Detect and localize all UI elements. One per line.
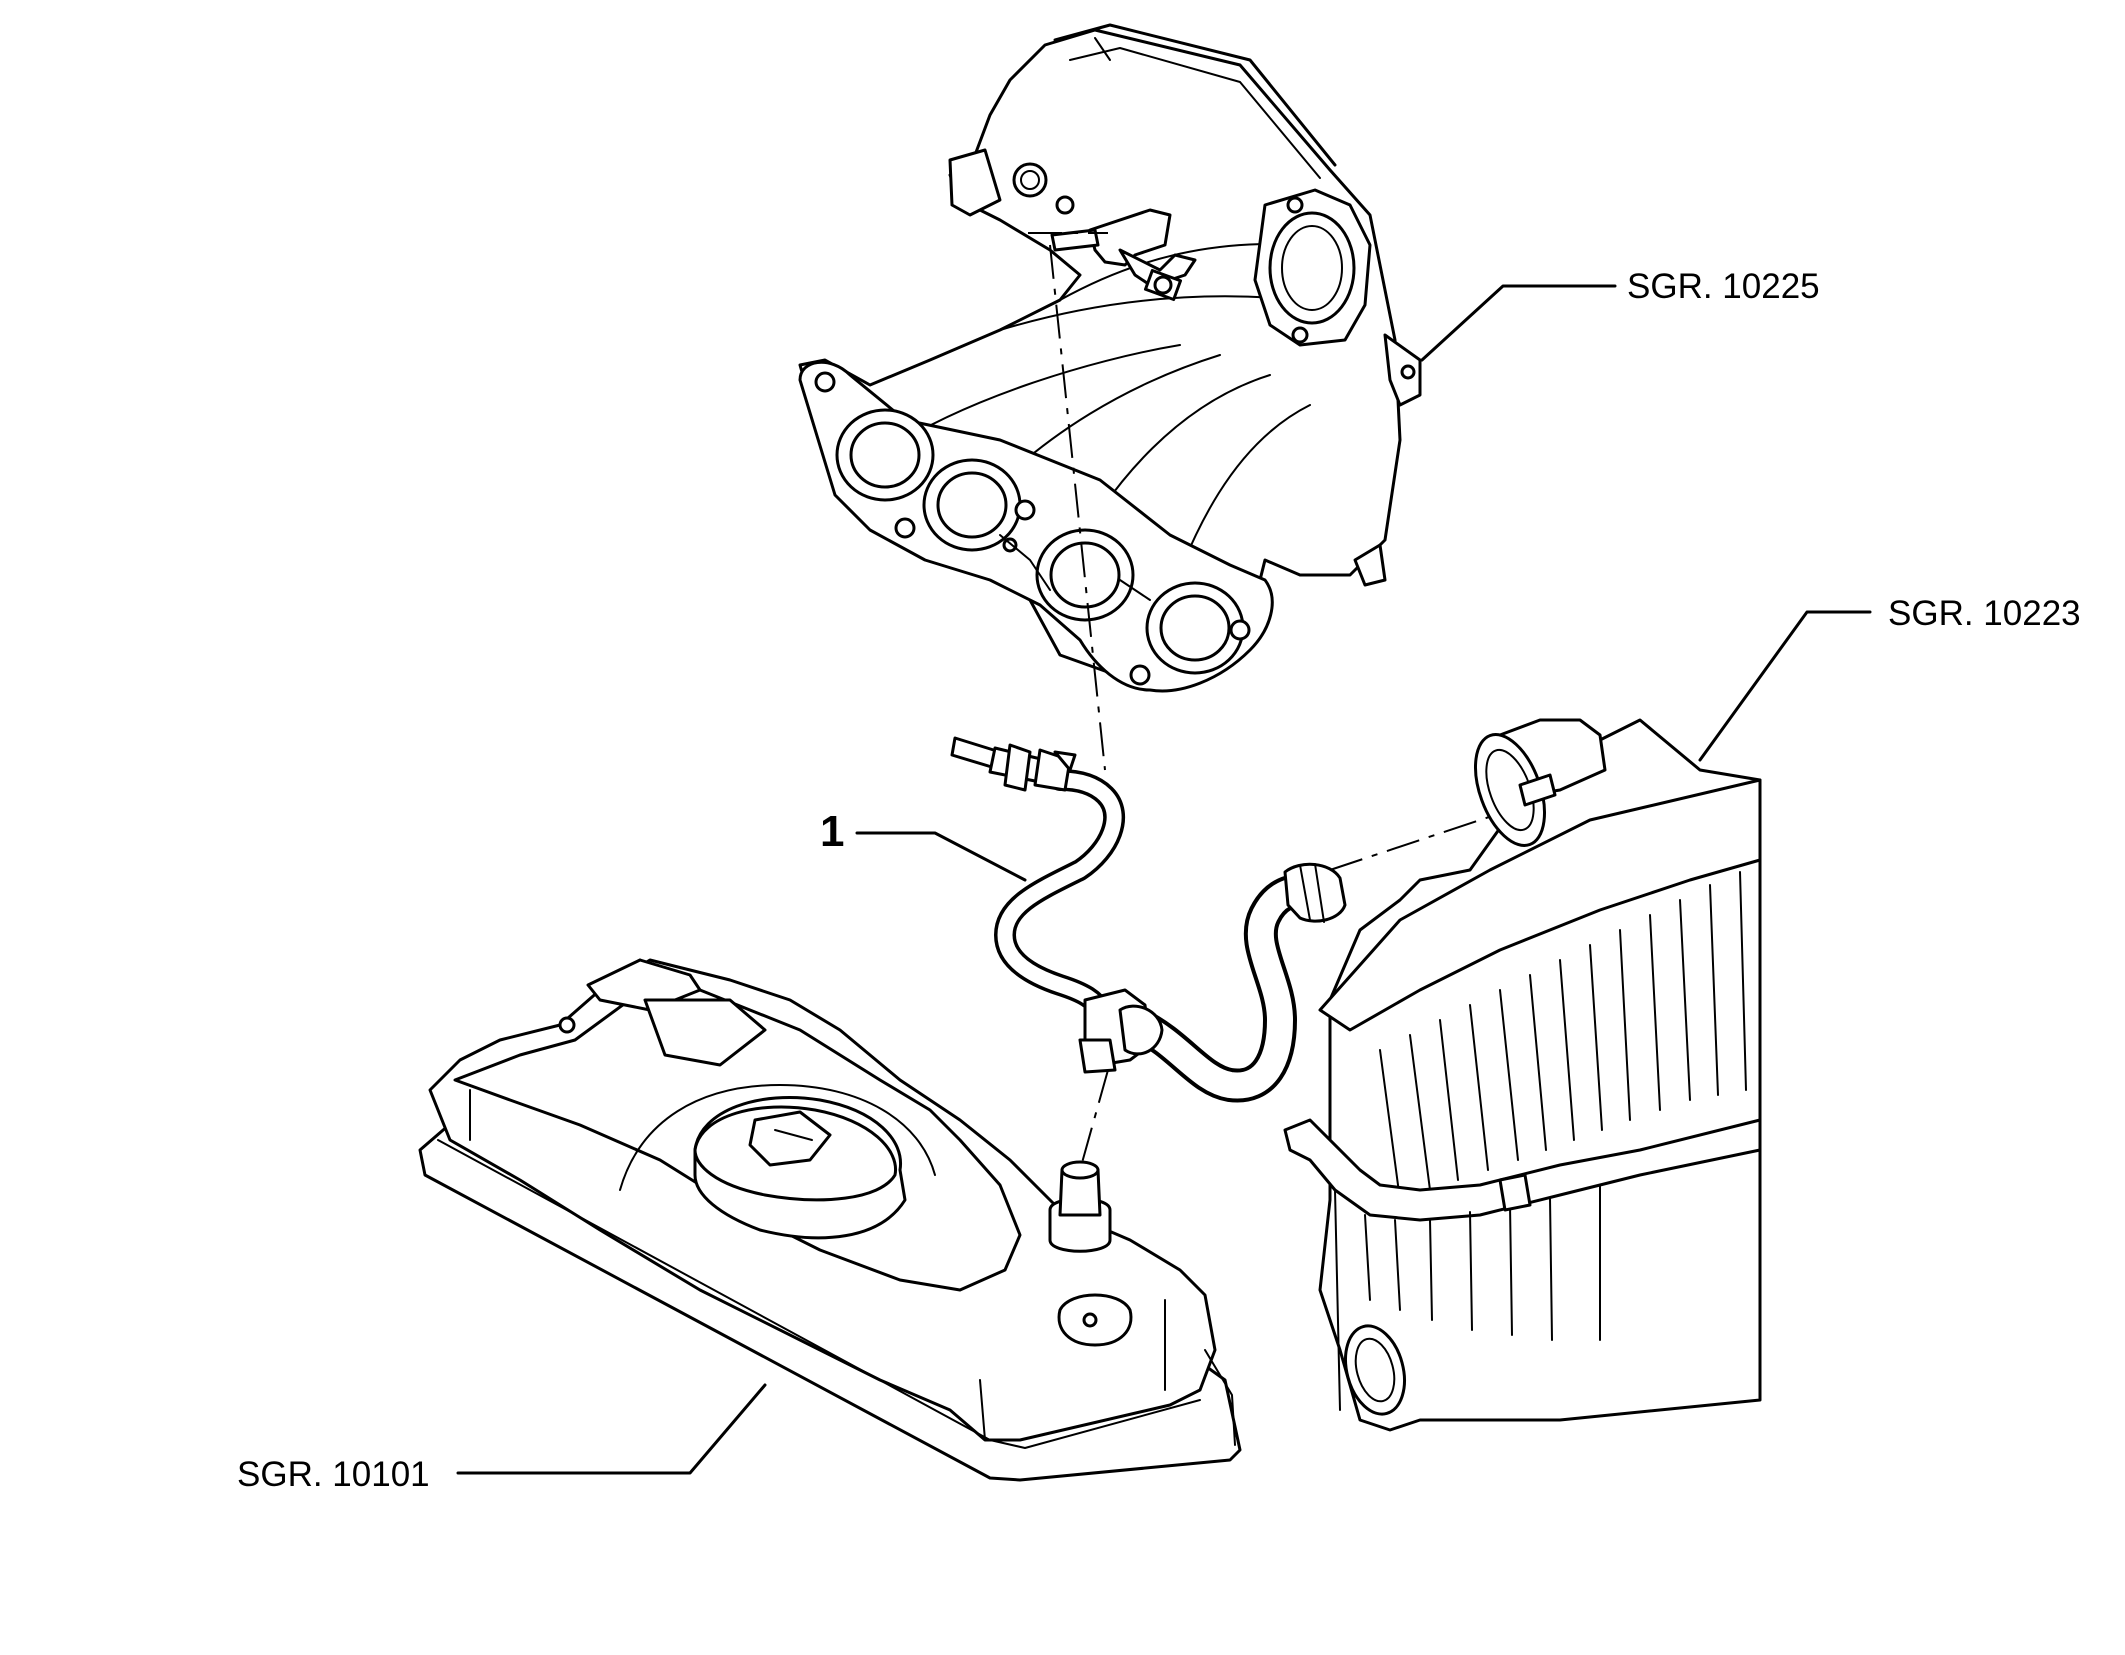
breather-hose: [950, 736, 1347, 1103]
rocker-cover: [418, 958, 1242, 1482]
callout-sgr-10225: SGR. 10225: [1627, 267, 1820, 306]
assembly-line-cover: [1079, 1069, 1109, 1171]
leader-item-1: [855, 831, 1027, 882]
air-cleaner-box: [1283, 718, 1762, 1432]
leader-sgr-10101: [456, 1383, 767, 1475]
leader-sgr-10225: [1420, 284, 1617, 362]
callout-sgr-10223: SGR. 10223: [1888, 594, 2081, 633]
item-number-1: 1: [820, 807, 844, 856]
assembly-line-airbox: [1329, 809, 1511, 871]
callout-sgr-10101: SGR. 10101: [237, 1455, 430, 1494]
assembly-line-manifold: [1049, 244, 1106, 771]
leader-sgr-10223: [1698, 610, 1872, 762]
intake-manifold: [798, 23, 1422, 693]
